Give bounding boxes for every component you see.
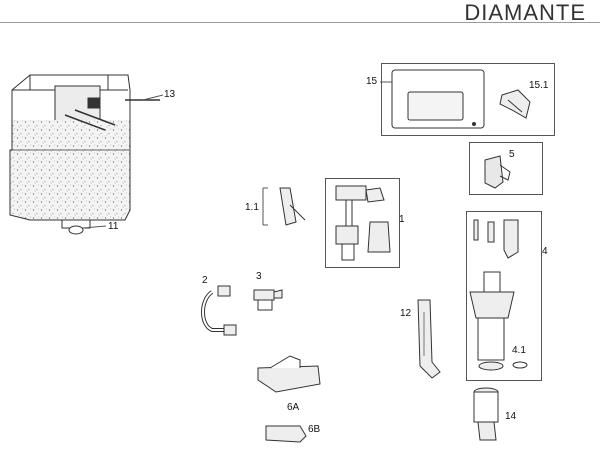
fill-valve-illustration	[335, 185, 391, 261]
box-15	[381, 63, 555, 136]
outlet-pipe-illustration	[473, 387, 499, 441]
flush-valve-illustration	[469, 219, 528, 371]
part-label-3: 3	[256, 271, 262, 282]
part-label-6b: 6B	[308, 424, 321, 435]
actuator-clip-illustration	[484, 155, 511, 189]
lever-arm-illustration	[265, 425, 307, 443]
part-label-1-1: 1.1	[245, 202, 259, 213]
part-label-4-1: 4.1	[512, 345, 526, 356]
fixing-bracket-illustration	[417, 299, 441, 379]
part-label-2: 2	[202, 275, 208, 286]
part-label-6a: 6A	[287, 402, 300, 413]
stop-valve-illustration	[253, 289, 283, 311]
part-label-14: 14	[505, 411, 517, 422]
part-label-15-1: 15.1	[529, 80, 549, 91]
part-label-4: 4	[542, 246, 548, 257]
supply-hose-illustration	[201, 285, 237, 336]
box-5	[469, 142, 543, 195]
header-rule	[0, 22, 600, 23]
flush-plate-illustration	[380, 69, 485, 129]
box-1	[325, 178, 400, 268]
brand-title: DIAMANTE	[464, 0, 586, 25]
part-label-5: 5	[509, 149, 515, 160]
part-label-1: 1	[399, 214, 405, 225]
cistern-illustration	[9, 74, 164, 235]
valve-support-illustration	[262, 187, 306, 226]
part-label-13: 13	[164, 89, 176, 100]
part-label-15: 15	[366, 76, 378, 87]
lever-mechanism-illustration	[257, 355, 321, 393]
part-label-12: 12	[400, 308, 412, 319]
box-4	[466, 211, 542, 381]
part-label-11: 11	[108, 221, 119, 232]
plate-bracket-illustration	[499, 89, 531, 119]
